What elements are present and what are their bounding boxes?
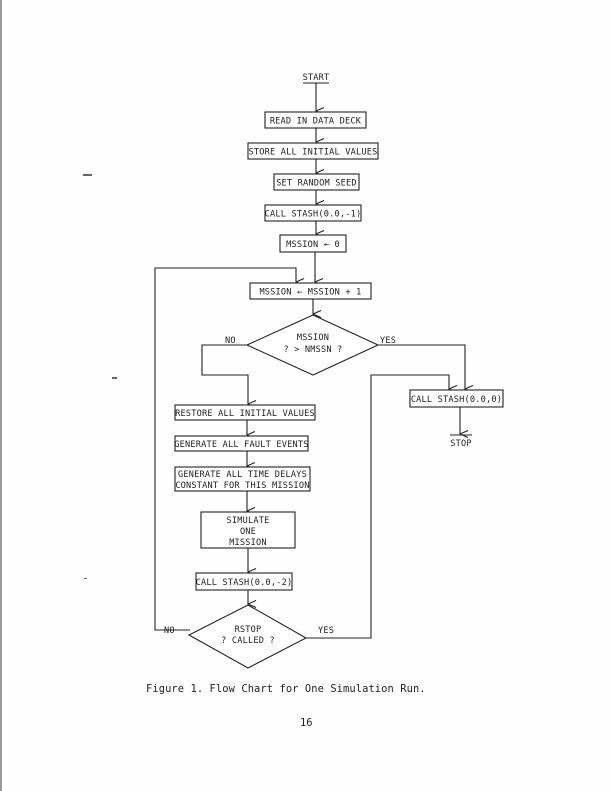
stop-terminal: STOP xyxy=(450,434,472,449)
page-number: 16 xyxy=(300,717,313,729)
generate-delays-step: GENERATE ALL TIME DELAYS CONSTANT FOR TH… xyxy=(174,466,311,492)
restore-values-label: RESTORE ALL INITIAL VALUES xyxy=(175,409,315,419)
mission-check-line2: ? > NMSSN ? xyxy=(283,345,342,355)
increment-mssion-step: MSSION ← MSSION + 1 xyxy=(249,282,372,300)
scan-speck xyxy=(83,174,92,176)
call-stash-mission-label: CALL STASH(0.0,-2) xyxy=(196,578,293,588)
mission-check-yes-label: YES xyxy=(380,336,396,346)
store-values-label: STORE ALL INITIAL VALUES xyxy=(249,148,378,158)
mission-check-no-label: NO xyxy=(225,336,236,346)
scan-speck xyxy=(112,377,117,379)
mission-count-decision: MSSION ? > NMSSN ? NO YES xyxy=(225,314,396,376)
stop-label: STOP xyxy=(450,439,472,449)
generate-faults-box xyxy=(174,435,309,452)
scan-edge xyxy=(0,0,2,791)
start-label: START xyxy=(303,73,330,83)
figure-caption: Figure 1. Flow Chart for One Simulation … xyxy=(146,683,426,695)
read-data-label: READ IN DATA DECK xyxy=(270,117,362,127)
read-data-step: READ IN DATA DECK xyxy=(264,111,367,129)
start-terminal: START xyxy=(303,73,330,84)
rstop-yes-connector xyxy=(306,374,449,639)
call-stash-mission-box xyxy=(195,572,293,591)
yes-branch-connector xyxy=(378,344,465,389)
rstop-line2: ? CALLED ? xyxy=(221,636,275,646)
call-stash-final-label: CALL STASH(0.0,0) xyxy=(411,395,502,405)
generate-delays-box xyxy=(174,466,311,492)
scan-speck xyxy=(84,578,87,579)
rstop-diamond xyxy=(187,604,308,669)
set-seed-step: SET RANDOM SEED xyxy=(273,173,360,191)
mission-count-diamond xyxy=(245,314,380,376)
generate-delays-line2: CONSTANT FOR THIS MISSION xyxy=(175,481,309,491)
rstop-decision: RSTOP ? CALLED ? NO YES xyxy=(164,604,334,669)
call-stash-mission-step: CALL STASH(0.0,-2) xyxy=(195,572,293,591)
increment-mssion-box xyxy=(249,282,372,300)
rstop-no-label: NO xyxy=(164,626,175,636)
generate-faults-step: GENERATE ALL FAULT EVENTS xyxy=(174,435,309,452)
store-values-box xyxy=(247,142,379,160)
call-stash-final-box xyxy=(409,389,504,408)
increment-mssion-label: MSSION ← MSSION + 1 xyxy=(259,288,361,298)
restore-values-box xyxy=(174,404,316,421)
restore-values-step: RESTORE ALL INITIAL VALUES xyxy=(174,404,316,421)
simulate-line2: ONE xyxy=(240,527,256,537)
call-stash-init-box xyxy=(264,204,362,222)
generate-delays-line1: GENERATE ALL TIME DELAYS xyxy=(178,470,307,480)
generate-faults-label: GENERATE ALL FAULT EVENTS xyxy=(174,440,308,450)
init-mssion-label: MSSION ← 0 xyxy=(286,240,340,250)
rstop-line1: RSTOP xyxy=(235,625,262,635)
no-branch-connector xyxy=(201,344,248,404)
set-seed-label: SET RANDOM SEED xyxy=(276,179,357,189)
simulate-line1: SIMULATE xyxy=(227,516,270,526)
call-stash-init-step: CALL STASH(0.0,-1) xyxy=(264,204,362,222)
rstop-yes-label: YES xyxy=(318,626,334,636)
init-mssion-box xyxy=(279,234,347,253)
call-stash-final-step: CALL STASH(0.0,0) xyxy=(409,389,504,408)
simulate-line3: MISSION xyxy=(229,538,267,548)
loop-back-connector xyxy=(154,267,296,631)
mission-check-line1: MSSION xyxy=(297,333,329,343)
init-mssion-step: MSSION ← 0 xyxy=(279,234,347,253)
simulate-mission-step: SIMULATE ONE MISSION xyxy=(200,511,296,549)
call-stash-init-label: CALL STASH(0.0,-1) xyxy=(265,210,362,220)
store-values-step: STORE ALL INITIAL VALUES xyxy=(247,142,379,160)
simulate-mission-box xyxy=(200,511,296,549)
